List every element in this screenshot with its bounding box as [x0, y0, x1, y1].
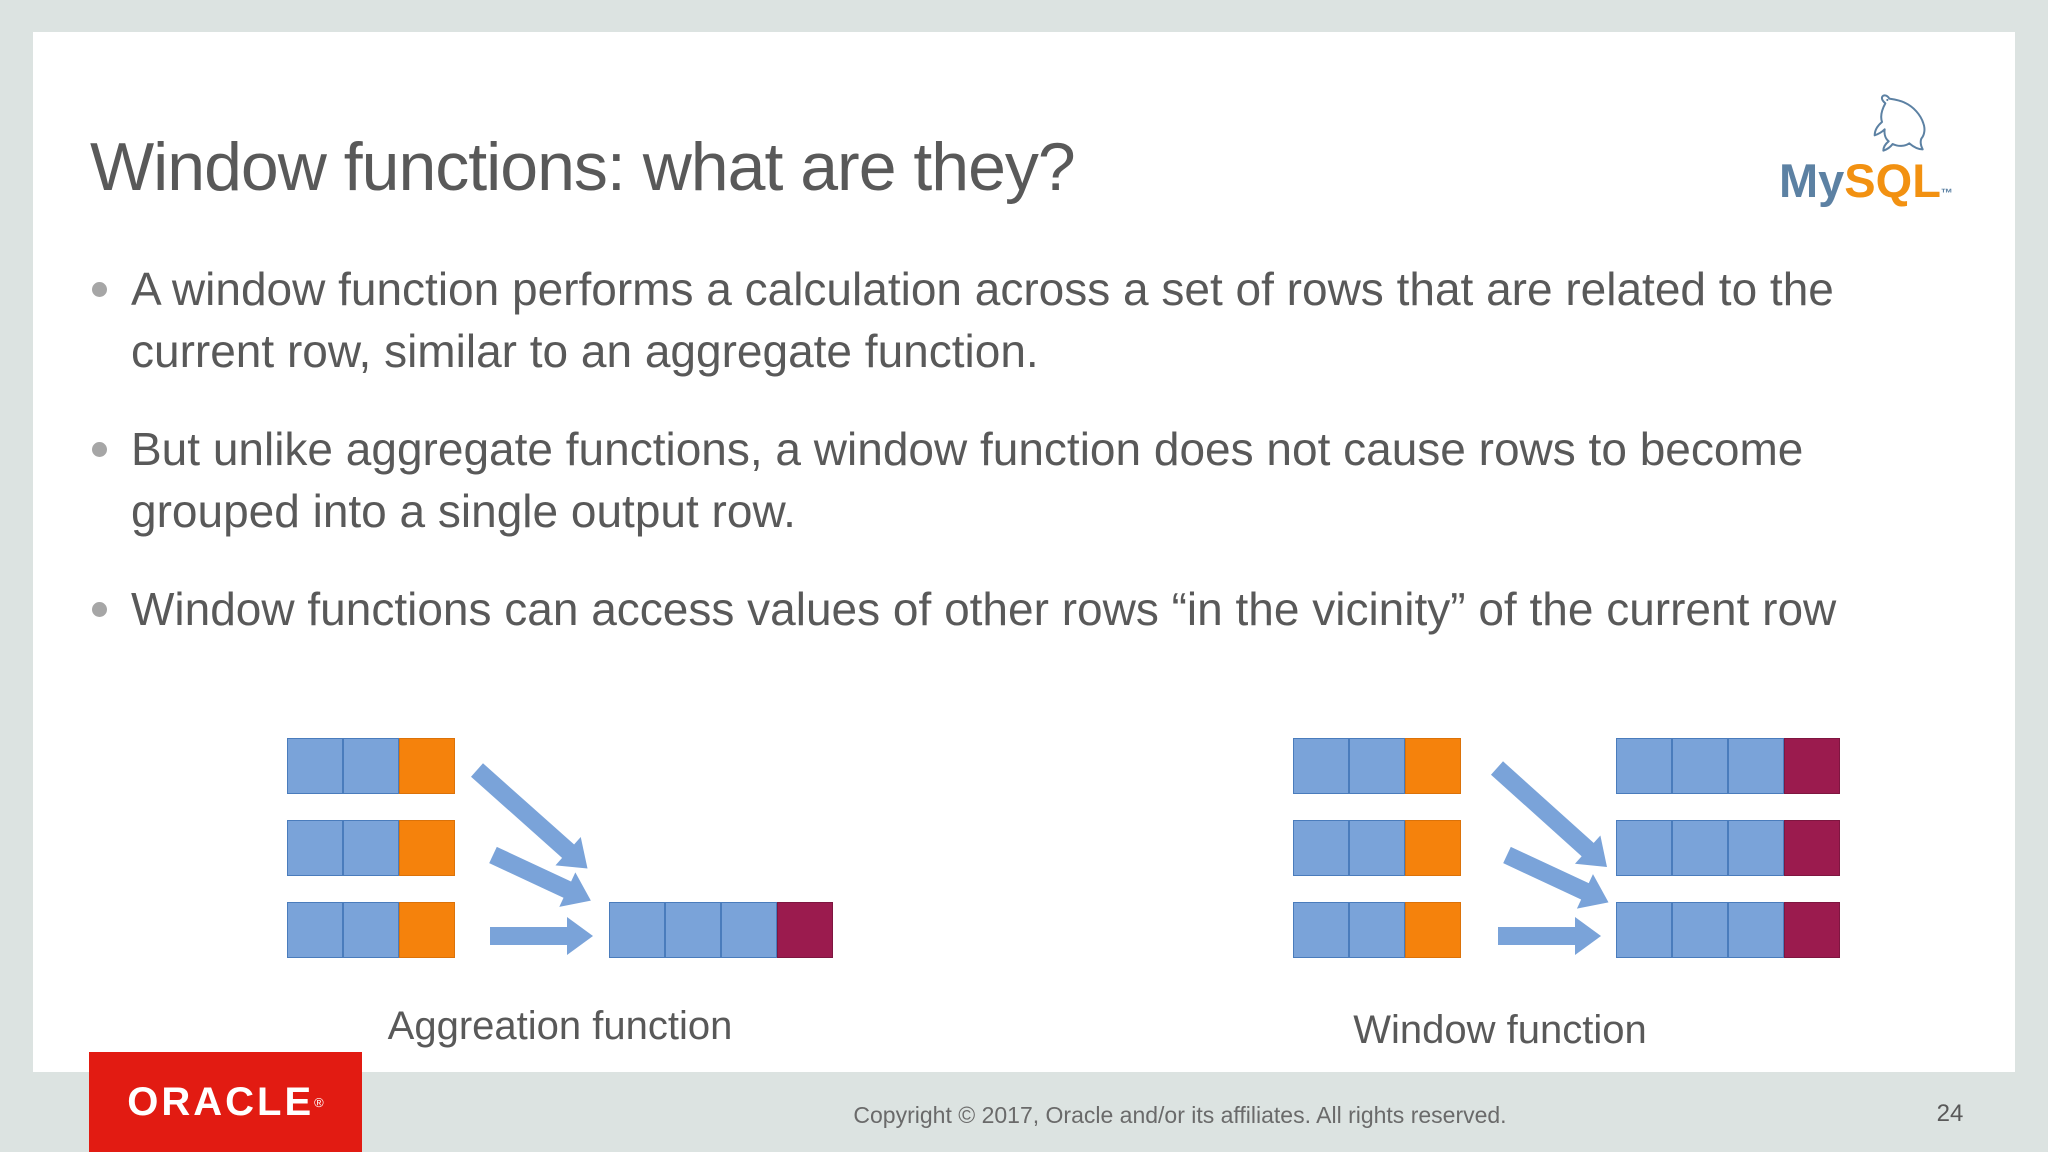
- slide-title: Window functions: what are they?: [90, 129, 1076, 205]
- blue-cell: [287, 820, 343, 876]
- orange-cell: [399, 820, 455, 876]
- blue-cell: [1293, 738, 1349, 794]
- window-diagram-label: Window function: [1353, 1008, 1647, 1052]
- mysql-sql-text: SQL: [1844, 154, 1941, 207]
- bullet-text: A window function performs a calculation…: [131, 263, 1834, 377]
- oracle-registered-mark: ®: [314, 1094, 324, 1110]
- blue-cell: [343, 902, 399, 958]
- page-number: 24: [1936, 1100, 1964, 1127]
- blue-cell: [343, 820, 399, 876]
- orange-cell: [1405, 820, 1461, 876]
- orange-cell: [399, 902, 455, 958]
- mysql-tm-mark: ™: [1940, 186, 1953, 200]
- blue-cell: [1728, 820, 1784, 876]
- window-output-rows: [1616, 738, 1840, 958]
- blue-cell: [1349, 820, 1405, 876]
- blue-cell: [609, 902, 665, 958]
- maroon-cell: [1784, 738, 1840, 794]
- aggregation-output-row: [609, 902, 833, 958]
- diagram-row: [609, 902, 833, 958]
- diagram-row: [1616, 738, 1840, 794]
- blue-cell: [287, 902, 343, 958]
- slide: Window functions: what are they? MySQL™ …: [33, 32, 2015, 1072]
- orange-cell: [1405, 738, 1461, 794]
- aggregation-input-rows: [287, 738, 455, 958]
- diagram-row: [1293, 902, 1461, 958]
- blue-cell: [1728, 902, 1784, 958]
- diagram-row: [1293, 738, 1461, 794]
- bullet-text: But unlike aggregate functions, a window…: [131, 423, 1804, 537]
- blue-cell: [1672, 738, 1728, 794]
- orange-cell: [399, 738, 455, 794]
- mysql-logo: MySQL™: [1779, 92, 1989, 205]
- blue-cell: [343, 738, 399, 794]
- blue-cell: [1293, 820, 1349, 876]
- blue-cell: [665, 902, 721, 958]
- oracle-logo: ORACLE®: [89, 1052, 362, 1152]
- oracle-wordmark: ORACLE: [127, 1079, 315, 1124]
- blue-cell: [1672, 820, 1728, 876]
- blue-cell: [1293, 902, 1349, 958]
- blue-cell: [1672, 902, 1728, 958]
- orange-cell: [1405, 902, 1461, 958]
- bullet-item: A window function performs a calculation…: [90, 258, 1970, 382]
- maroon-cell: [777, 902, 833, 958]
- diagram-row: [287, 738, 455, 794]
- bullet-item: But unlike aggregate functions, a window…: [90, 418, 1970, 542]
- diagram-row: [1293, 820, 1461, 876]
- window-input-rows: [1293, 738, 1461, 958]
- blue-cell: [721, 902, 777, 958]
- diagram-row: [287, 820, 455, 876]
- blue-cell: [1349, 902, 1405, 958]
- diagram-row: [1616, 820, 1840, 876]
- diagram-row: [1616, 902, 1840, 958]
- mysql-wordmark: MySQL™: [1779, 156, 1989, 205]
- maroon-cell: [1784, 820, 1840, 876]
- bullet-item: Window functions can access values of ot…: [90, 578, 1970, 640]
- diagram-row: [287, 902, 455, 958]
- bullet-dot-icon: [92, 442, 107, 457]
- aggregation-diagram-label: Aggreation function: [387, 1004, 733, 1048]
- blue-cell: [287, 738, 343, 794]
- maroon-cell: [1784, 902, 1840, 958]
- bullet-text: Window functions can access values of ot…: [131, 583, 1837, 635]
- blue-cell: [1349, 738, 1405, 794]
- bullet-list: A window function performs a calculation…: [90, 258, 1980, 676]
- bullet-dot-icon: [92, 602, 107, 617]
- bullet-dot-icon: [92, 282, 107, 297]
- mysql-my-text: My: [1779, 154, 1845, 207]
- blue-cell: [1728, 738, 1784, 794]
- mysql-dolphin-icon: [1873, 94, 1926, 152]
- blue-cell: [1616, 738, 1672, 794]
- blue-cell: [1616, 820, 1672, 876]
- blue-cell: [1616, 902, 1672, 958]
- footer-copyright: Copyright © 2017, Oracle and/or its affi…: [853, 1102, 1507, 1128]
